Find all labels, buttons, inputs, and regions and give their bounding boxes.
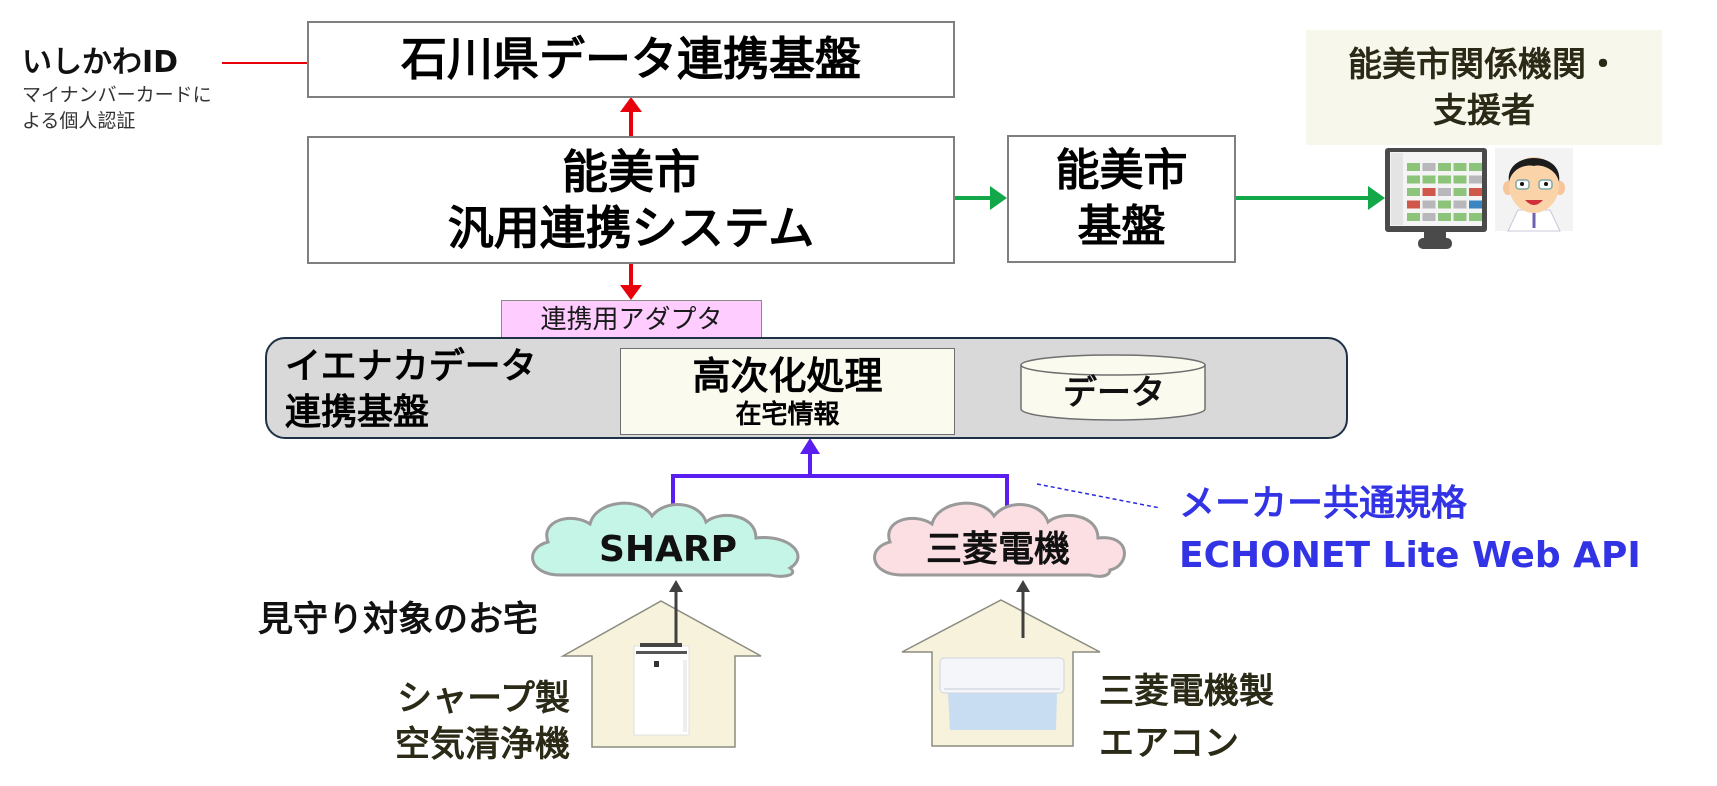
data-store-cylinder-icon (1020, 354, 1206, 421)
dashboard-cell-green (1407, 213, 1420, 221)
processing-subtitle: 在宅情報 (735, 399, 840, 430)
sharp-device-label: シャープ製 空気清浄機 (370, 676, 570, 768)
standard-callout-line (1036, 483, 1161, 509)
dashboard-cell-green (1438, 163, 1451, 171)
dashboard-cell-grey (1422, 200, 1436, 209)
data-store-label: データ (1063, 373, 1165, 413)
dashboard-cell-grey (1469, 175, 1482, 184)
dashboard-monitor-icon (1385, 148, 1487, 249)
processing-title: 高次化処理 (692, 353, 883, 398)
stakeholders-line2: 支援者 (1433, 90, 1535, 131)
dashboard-cell-grey (1422, 163, 1436, 171)
dashboard-cell-green (1438, 213, 1451, 221)
adapter-tab: 連携用アダプタ (501, 300, 762, 338)
air-conditioner-icon (939, 657, 1065, 730)
support-person-icon (1495, 148, 1573, 232)
monitored-home-label: 見守り対象のお宅 (258, 600, 539, 640)
processing-box: 高次化処理 在宅情報 (620, 348, 955, 435)
dashboard-grid (1407, 163, 1482, 221)
nomi-system-line2: 汎用連携システム (447, 201, 815, 255)
arrow-purifier-to-sharp-cloud (669, 580, 683, 645)
dashboard-cell-green (1453, 163, 1467, 171)
ishikawa-id-subtitle-line2: よる個人認証 (22, 110, 136, 132)
dashboard-cell-green (1407, 175, 1420, 184)
mitsubishi-device-label: 三菱電機製 エアコン (1099, 666, 1274, 770)
standard-line2: ECHONET Lite Web API (1179, 535, 1641, 576)
ishikawa-id-title: いしかわID (22, 45, 179, 80)
ishikawa-id-subtitle-line1: マイナンバーカードに (22, 84, 212, 106)
nomi-system-box: 能美市 汎用連携システム (307, 136, 955, 264)
dashboard-cell-green (1453, 213, 1467, 221)
prefecture-platform-box: 石川県データ連携基盤 (307, 21, 955, 98)
air-purifier-icon (633, 643, 690, 736)
mitsubishi-cloud-label: 三菱電機 (925, 529, 1070, 570)
dashboard-cell-green (1438, 175, 1451, 184)
sharp-cloud-label: SHARP (598, 529, 738, 570)
sharp-cloud (531, 501, 800, 578)
arrow-system-to-nomi-platform (955, 186, 1007, 210)
ienaka-line1: イエナカデータ (285, 346, 537, 387)
nomi-system-line1: 能美市 (562, 145, 700, 199)
mitsubishi-device-line1: 三菱電機製 (1099, 672, 1275, 712)
dashboard-cell-green (1453, 175, 1467, 184)
dashboard-cell-green (1422, 175, 1436, 184)
api-connector (671, 438, 1009, 511)
ienaka-platform-label: イエナカデータ 連携基盤 (285, 344, 537, 436)
ishikawa-id-block: いしかわID マイナンバーカードに よる個人認証 (22, 44, 212, 134)
dashboard-cell-red (1469, 188, 1482, 196)
stakeholders-label-box: 能美市関係機関・ 支援者 (1306, 30, 1662, 145)
arrow-nomi-platform-to-stakeholders (1236, 186, 1385, 210)
stakeholders-line1: 能美市関係機関・ (1348, 44, 1620, 85)
arrow-down-to-adapter (620, 263, 642, 300)
dashboard-cell-grey (1422, 213, 1436, 221)
sharp-device-line1: シャープ製 (397, 679, 570, 719)
standard-line1: メーカー共通規格 (1179, 483, 1468, 524)
sharp-device-line2: 空気清浄機 (394, 725, 570, 765)
mitsubishi-device-line2: エアコン (1099, 724, 1240, 764)
dashboard-cell-green (1407, 188, 1420, 196)
dashboard-cell-green (1438, 200, 1451, 209)
dashboard-cell-green (1469, 213, 1482, 221)
standard-label: メーカー共通規格 ECHONET Lite Web API (1179, 478, 1641, 582)
dashboard-cell-grey (1438, 188, 1451, 196)
arrow-up-to-prefecture (620, 97, 642, 136)
ienaka-line2: 連携基盤 (285, 392, 430, 433)
nomi-platform-line2: 基盤 (1077, 201, 1166, 252)
dashboard-cell-red (1407, 200, 1420, 209)
dashboard-cell-green (1469, 163, 1482, 171)
nomi-platform-box: 能美市 基盤 (1007, 135, 1236, 263)
nomi-platform-line1: 能美市 (1055, 145, 1188, 196)
dashboard-cell-grey (1453, 200, 1467, 209)
adapter-label: 連携用アダプタ (540, 304, 723, 335)
mitsubishi-cloud (873, 501, 1126, 578)
dashboard-cell-red (1422, 188, 1436, 196)
dashboard-cell-green (1453, 188, 1467, 196)
dashboard-cell-green (1407, 163, 1420, 171)
prefecture-platform-label: 石川県データ連携基盤 (401, 32, 861, 87)
dashboard-cell-blue (1469, 200, 1482, 209)
arrow-aircon-to-mitsubishi-cloud (1016, 580, 1030, 638)
